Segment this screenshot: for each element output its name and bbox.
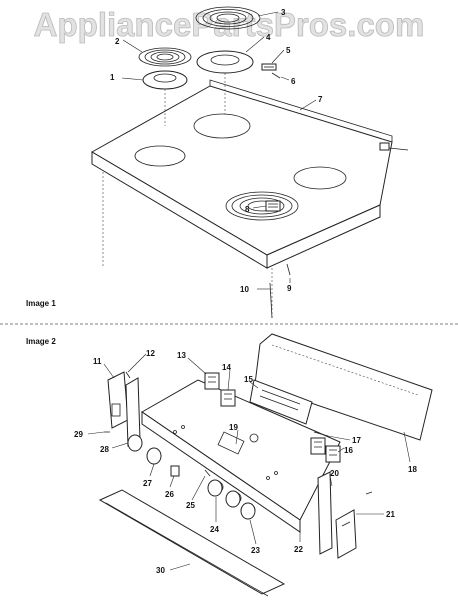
- callout-9: 9: [287, 284, 292, 293]
- section-title-image-1: Image 1: [26, 299, 56, 308]
- watermark: AppliancePartsPros.com: [34, 6, 425, 43]
- callout-12: 12: [146, 349, 155, 358]
- callout-18: 18: [408, 465, 417, 474]
- callout-3: 3: [281, 8, 286, 17]
- callout-14: 14: [222, 363, 231, 372]
- callout-11: 11: [93, 357, 102, 366]
- lower-trim: [98, 489, 286, 597]
- knobs: [127, 434, 256, 520]
- callout-28: 28: [100, 445, 109, 454]
- callout-10: 10: [240, 285, 249, 294]
- callout-4: 4: [266, 33, 271, 42]
- callout-2: 2: [115, 37, 120, 46]
- image1-callouts: 1 2 3 4 5 6 7 8 9 10: [110, 8, 323, 294]
- cooktop-drawing: [90, 79, 409, 318]
- callout-16: 16: [344, 446, 353, 455]
- callout-30: 30: [156, 566, 165, 575]
- callout-7: 7: [318, 95, 323, 104]
- callout-29: 29: [74, 430, 83, 439]
- callout-27: 27: [143, 479, 152, 488]
- callout-23: 23: [251, 546, 260, 555]
- callout-1: 1: [110, 73, 115, 82]
- callout-8: 8: [245, 205, 250, 214]
- callout-19: 19: [229, 423, 238, 432]
- callout-25: 25: [186, 501, 195, 510]
- callout-13: 13: [177, 351, 186, 360]
- end-caps: [104, 371, 373, 559]
- backguard-drawing: [141, 333, 433, 533]
- callout-26: 26: [165, 490, 174, 499]
- callout-22: 22: [294, 545, 303, 554]
- callout-17: 17: [352, 436, 361, 445]
- callout-5: 5: [286, 46, 291, 55]
- callout-21: 21: [386, 510, 395, 519]
- callout-15: 15: [244, 375, 253, 384]
- callout-20: 20: [330, 469, 339, 478]
- callout-6: 6: [291, 77, 296, 86]
- image2-callouts: 11 12 13 14 15 16 17 18 19 20 21 22 23 2…: [74, 349, 417, 575]
- section-title-image-2: Image 2: [26, 337, 56, 346]
- callout-24: 24: [210, 525, 219, 534]
